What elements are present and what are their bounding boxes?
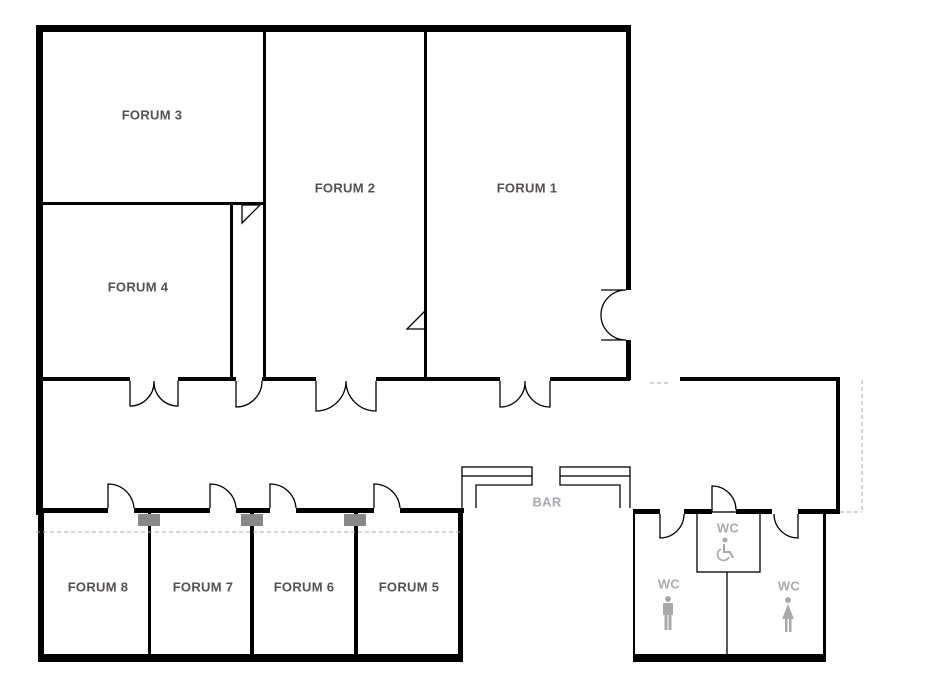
walls [36,25,840,662]
room-forum-4: FORUM 4 [107,279,169,295]
room-forum-3: FORUM 3 [121,107,183,123]
room-forum-5: FORUM 5 [378,579,440,595]
women-icon [782,597,794,632]
room-wc-men: WC [657,576,681,592]
room-forum-1: FORUM 1 [496,180,558,196]
stairs-icons [138,514,366,526]
room-bar: BAR [532,494,562,510]
room-forum-6: FORUM 6 [273,579,335,595]
fixtures [107,204,799,654]
wheelchair-icon [716,537,734,562]
dashed-lines [36,380,863,533]
room-forum-8: FORUM 8 [67,579,129,595]
room-wc-women: WC [777,578,801,594]
room-forum-2: FORUM 2 [314,180,376,196]
room-forum-7: FORUM 7 [172,579,234,595]
men-icon [663,596,673,630]
room-wc-accessible: WC [716,520,740,536]
